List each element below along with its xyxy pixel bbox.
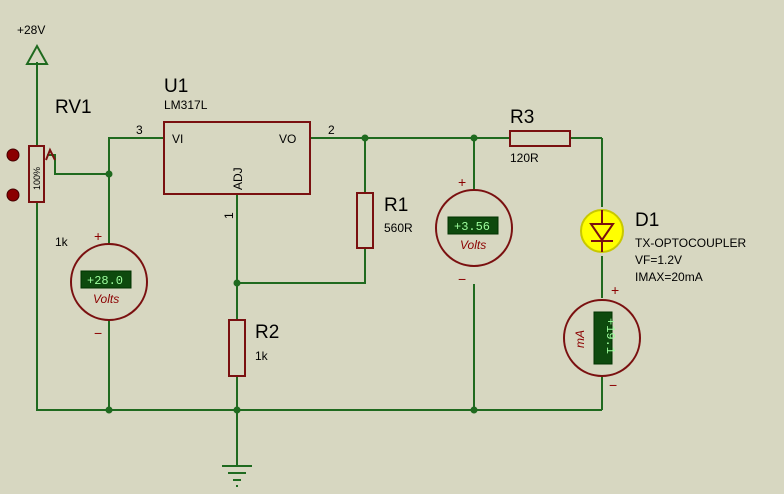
decrease-button[interactable] [6, 188, 20, 202]
rv1-body [28, 145, 45, 203]
r1-ref: R1 [384, 195, 408, 216]
right-meter-plus: + [611, 282, 619, 298]
rv1-ref: RV1 [55, 97, 92, 118]
rv1-potentiometer[interactable]: 100% RV1 1k [6, 97, 92, 249]
middle-meter-reading: +3.56 [454, 220, 490, 234]
middle-meter-plus: + [458, 174, 466, 190]
r1-body [356, 192, 374, 249]
d1-led[interactable]: D1 TX-OPTOCOUPLER VF=1.2V IMAX=20mA [580, 209, 746, 284]
junction-dot [105, 170, 113, 178]
meter-display [447, 216, 499, 235]
junction-dot [470, 134, 478, 142]
junction-dot [361, 134, 369, 142]
r3-body [509, 130, 571, 147]
u1-body [163, 121, 311, 195]
u1-ref: U1 [164, 76, 188, 97]
right-meter-unit: mA [573, 330, 587, 348]
right-ammeter[interactable]: +19.1 mA + − [563, 282, 641, 393]
middle-meter-minus: − [458, 271, 466, 287]
u1-pin-adj: ADJ [231, 167, 245, 190]
u1-pin2-number: 2 [328, 123, 335, 137]
u1-pin3-number: 3 [136, 123, 143, 137]
meter-display [593, 311, 613, 365]
r3-value: 120R [510, 151, 539, 165]
r1-resistor[interactable]: R1 560R [356, 192, 413, 249]
u1-pin-vi: VI [172, 132, 183, 146]
left-meter-plus: + [94, 228, 102, 244]
d1-part: TX-OPTOCOUPLER [635, 236, 746, 250]
r2-value: 1k [255, 349, 269, 363]
u1-pin-vo: VO [279, 132, 296, 146]
r3-ref: R3 [510, 107, 534, 128]
rv1-value: 1k [55, 235, 69, 249]
left-meter-reading: +28.0 [87, 274, 123, 288]
d1-ref: D1 [635, 210, 659, 231]
rv1-wiper-wire [47, 137, 163, 175]
left-meter-unit: Volts [93, 292, 119, 306]
junctions [105, 134, 478, 414]
right-meter-minus: − [609, 377, 617, 393]
junction-dot [105, 406, 113, 414]
right-meter-reading: +19.1 [603, 318, 617, 354]
left-meter-minus: − [94, 325, 102, 341]
left-voltmeter[interactable]: +28.0 Volts + − [70, 228, 148, 341]
r2-ref: R2 [255, 322, 279, 343]
r2-resistor[interactable]: R2 1k [228, 319, 279, 377]
power-terminal[interactable]: +28V [17, 23, 49, 65]
meter-display [80, 270, 132, 289]
increase-button[interactable] [6, 148, 20, 162]
r2-body [228, 319, 246, 377]
middle-voltmeter[interactable]: +3.56 Volts + − [435, 174, 513, 287]
u1-part: LM317L [164, 98, 208, 112]
u1-pin1-number: 1 [222, 212, 236, 219]
d1-vf: VF=1.2V [635, 253, 682, 267]
junction-dot [233, 279, 241, 287]
ground-symbol [222, 465, 252, 487]
junction-dot [470, 406, 478, 414]
r1-value: 560R [384, 221, 413, 235]
middle-meter-unit: Volts [460, 238, 486, 252]
power-arrow-icon [25, 43, 49, 65]
r1-bottom-wire [237, 248, 366, 284]
r3-resistor[interactable]: R3 120R [509, 107, 571, 165]
u1-regulator[interactable]: U1 LM317L VI VO ADJ 3 2 1 [136, 76, 335, 219]
wiper-arrow-icon [45, 147, 56, 161]
rv1-wiper-text: 100% [32, 167, 42, 190]
d1-imax: IMAX=20mA [635, 270, 703, 284]
junction-dot [233, 406, 241, 414]
power-label: +28V [17, 23, 45, 37]
